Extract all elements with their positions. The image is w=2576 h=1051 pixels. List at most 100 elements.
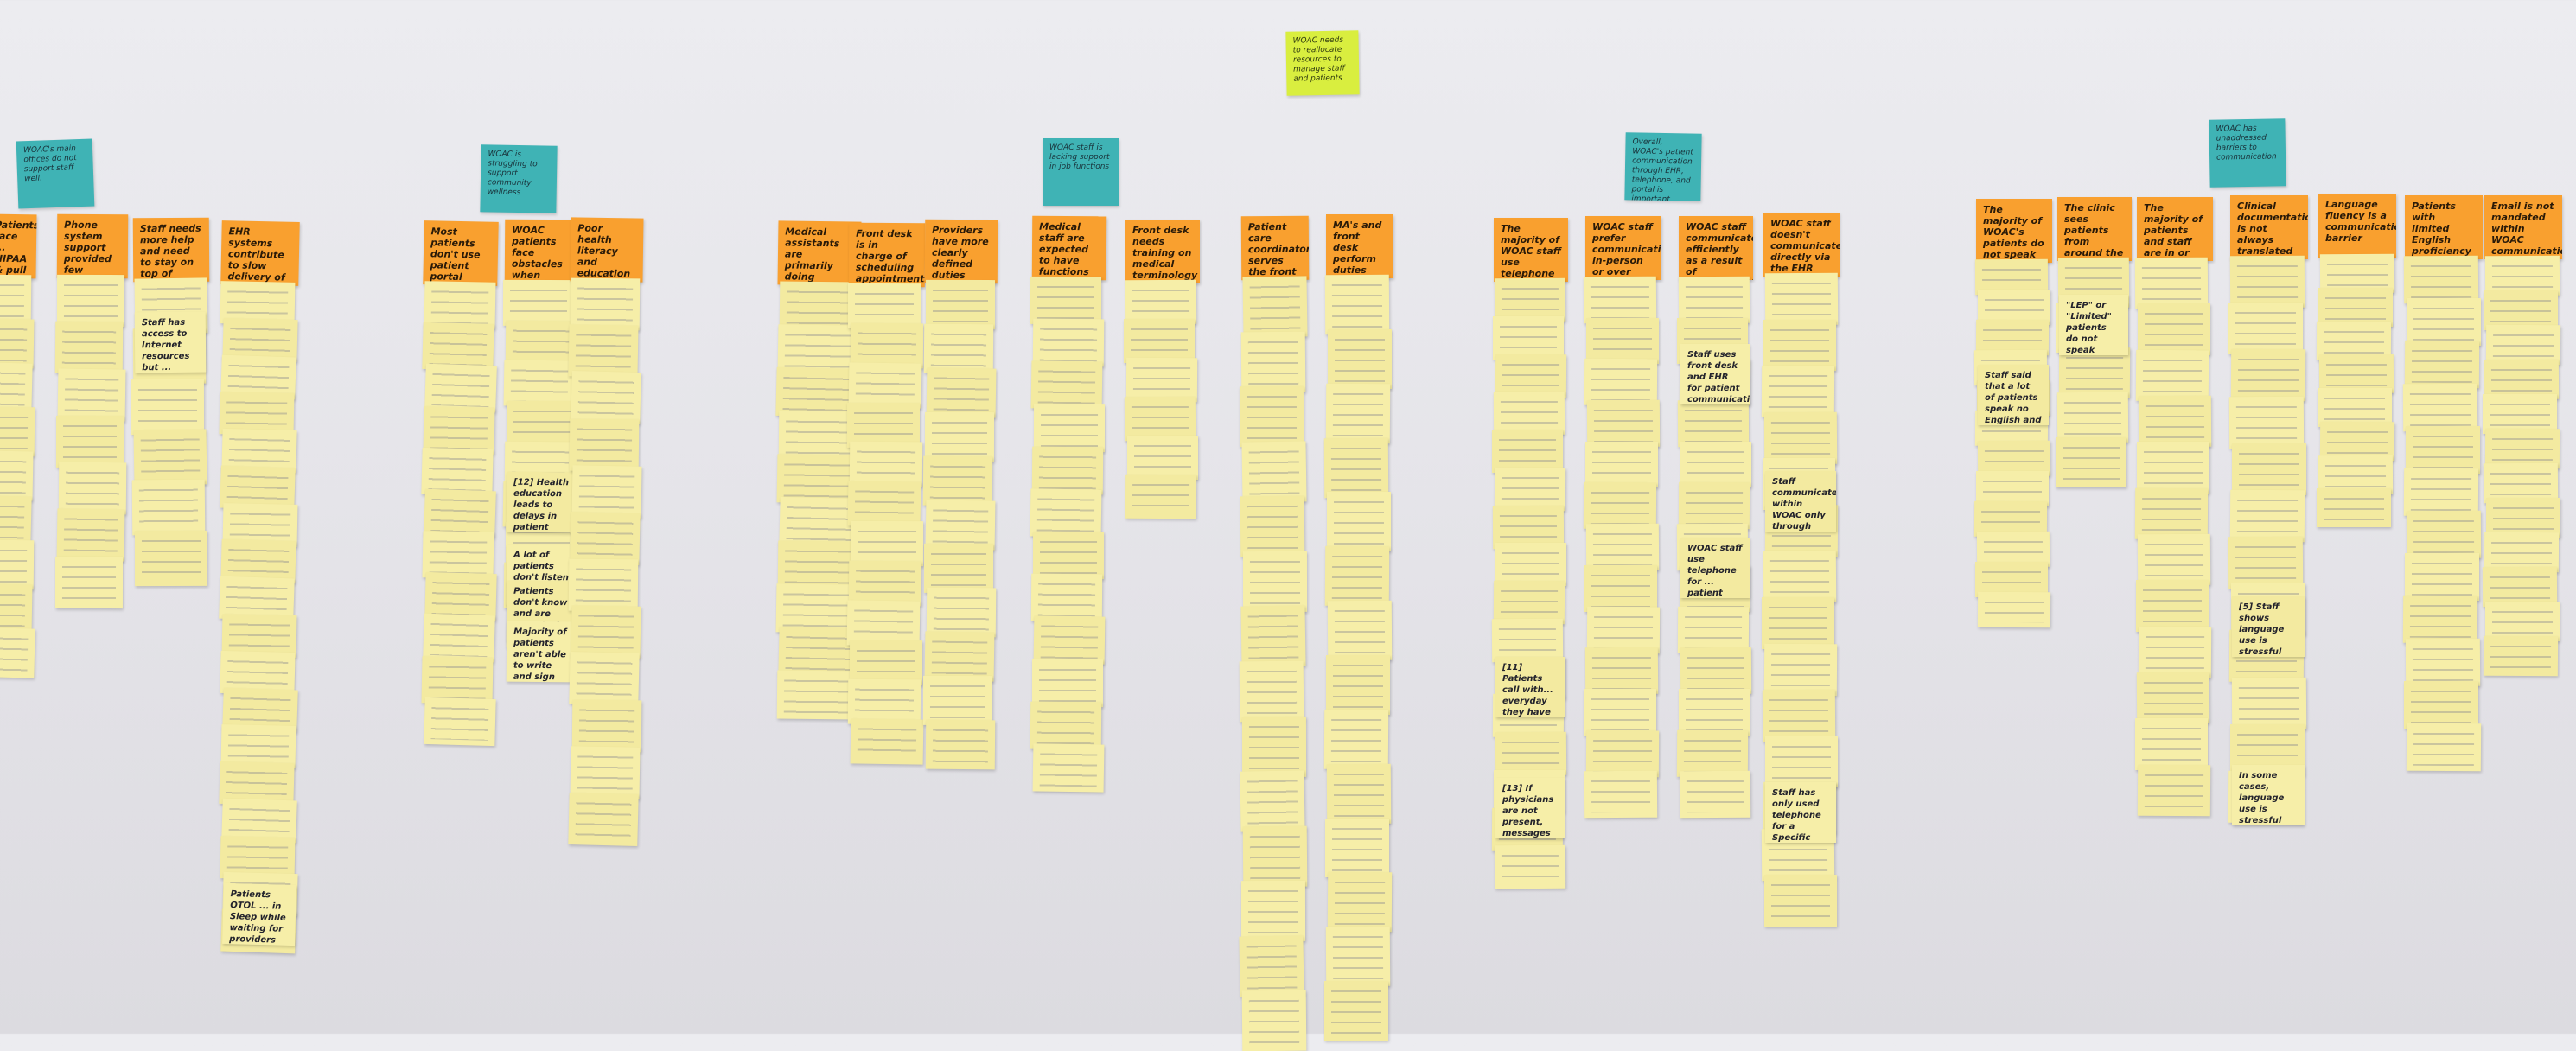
sticky-note bbox=[1031, 659, 1104, 707]
sticky-note bbox=[1585, 441, 1658, 488]
note-text bbox=[1684, 611, 1743, 648]
note-text bbox=[1982, 567, 2041, 592]
sticky-note bbox=[1240, 770, 1305, 832]
note-text bbox=[2063, 443, 2120, 482]
note-text bbox=[1333, 660, 1383, 710]
note-text bbox=[61, 561, 117, 604]
sticky-note bbox=[1975, 562, 2048, 597]
insight-note: Patient care coordinator serves the fron… bbox=[1240, 215, 1310, 281]
sticky-note bbox=[1493, 315, 1564, 360]
note-text bbox=[1687, 652, 1745, 690]
sticky-note bbox=[1327, 872, 1393, 933]
sticky-note bbox=[2135, 718, 2208, 770]
sticky-note bbox=[1677, 399, 1750, 448]
top-summary-note: WOAC needs to reallocate resources to ma… bbox=[1285, 30, 1360, 96]
note-text bbox=[2411, 346, 2473, 384]
note-text: Staff needs more help and need to stay o… bbox=[139, 222, 201, 283]
note-text: WOAC staff prefer communicating in-perso… bbox=[1592, 221, 1661, 280]
note-text bbox=[2141, 493, 2202, 535]
note-text bbox=[2490, 468, 2552, 499]
sticky-note bbox=[0, 450, 34, 501]
note-text bbox=[1500, 585, 1559, 619]
note-text bbox=[138, 485, 199, 531]
note-text bbox=[1984, 596, 2044, 623]
insight-note: Patients with limited English proficienc… bbox=[2405, 195, 2483, 259]
note-text bbox=[2413, 303, 2474, 341]
sticky-note bbox=[1586, 606, 1661, 653]
note-text bbox=[430, 702, 489, 741]
sticky-note bbox=[2484, 290, 2558, 330]
note-text bbox=[1038, 451, 1097, 490]
sticky-note bbox=[1325, 383, 1391, 443]
sticky-note bbox=[2138, 395, 2212, 448]
note-text bbox=[1983, 476, 2042, 501]
sticky-note bbox=[2486, 498, 2560, 538]
note-text bbox=[2324, 460, 2387, 489]
note-text: Medical staff are expected to have funct… bbox=[1038, 220, 1089, 281]
note-text bbox=[510, 365, 569, 402]
sticky-note bbox=[847, 481, 921, 527]
note-text bbox=[1501, 472, 1559, 506]
note-text bbox=[1981, 264, 2042, 290]
note-text bbox=[2237, 354, 2299, 397]
note-text: The majority of patients and staff are i… bbox=[2144, 202, 2203, 261]
sticky-note bbox=[2407, 298, 2481, 347]
sticky-note bbox=[1033, 404, 1106, 452]
sticky-note bbox=[1127, 436, 1198, 480]
sticky-note bbox=[1492, 430, 1563, 473]
handwritten-note: [12] Health education leads to delays in… bbox=[506, 472, 577, 533]
note-text: Poor health literacy and education contr… bbox=[577, 222, 639, 283]
note-text bbox=[1334, 497, 1384, 547]
note-text bbox=[140, 434, 201, 481]
sticky-note bbox=[923, 544, 994, 594]
note-text: Most patients don't use patient portal bbox=[430, 226, 481, 283]
note-text bbox=[2410, 260, 2472, 299]
note-text bbox=[785, 632, 852, 672]
sticky-note bbox=[2137, 533, 2211, 586]
sticky-note bbox=[777, 540, 858, 590]
sticky-note bbox=[57, 367, 126, 422]
note-text bbox=[857, 723, 917, 760]
sticky-note bbox=[2404, 680, 2478, 729]
note-text bbox=[782, 373, 850, 412]
note-text: Patients with limited English proficienc… bbox=[2412, 201, 2471, 259]
note-text bbox=[1591, 693, 1649, 730]
insight-note: The majority of patients and staff are i… bbox=[2137, 197, 2213, 261]
sticky-note bbox=[1762, 597, 1834, 649]
note-text bbox=[0, 367, 26, 408]
note-text bbox=[65, 467, 120, 510]
note-text bbox=[2413, 515, 2475, 554]
note-text bbox=[1685, 281, 1744, 318]
note-text bbox=[0, 633, 29, 673]
note-text bbox=[2324, 393, 2385, 422]
note-text bbox=[1132, 362, 1191, 398]
note-text bbox=[577, 751, 634, 794]
note-text bbox=[2063, 397, 2122, 438]
note-text bbox=[2410, 473, 2472, 512]
sticky-note bbox=[571, 699, 642, 753]
sticky-note bbox=[1030, 360, 1103, 411]
note-text: Phone system support provided few benefi… bbox=[63, 219, 112, 279]
sticky-note bbox=[1125, 279, 1197, 325]
note-text bbox=[1592, 735, 1653, 772]
sticky-note bbox=[55, 415, 124, 468]
handwritten-note: In some cases, language use is stressful… bbox=[2232, 765, 2305, 825]
note-text bbox=[1769, 556, 1830, 598]
note-text bbox=[2326, 258, 2388, 288]
note-text bbox=[2412, 643, 2474, 681]
note-text bbox=[430, 494, 489, 533]
note-text bbox=[431, 369, 490, 408]
note-text bbox=[226, 655, 289, 690]
handwritten-note: "LEP" or "Limited" patients do not speak… bbox=[2059, 295, 2128, 355]
sticky-note bbox=[2228, 396, 2305, 449]
note-text: WOAC staff use telephone for ... patient… bbox=[1687, 543, 1743, 598]
note-text: Clinical documentation is not always tra… bbox=[2237, 201, 2308, 259]
note-text bbox=[1687, 446, 1744, 483]
note-text bbox=[1248, 446, 1300, 497]
handwritten-note: Majority of patients aren't able to writ… bbox=[506, 621, 577, 682]
note-text bbox=[1247, 501, 1298, 552]
handwritten-note: Staff uses front desk and EHR for patien… bbox=[1680, 344, 1750, 405]
note-text bbox=[1684, 404, 1743, 442]
sticky-note bbox=[1763, 319, 1836, 372]
